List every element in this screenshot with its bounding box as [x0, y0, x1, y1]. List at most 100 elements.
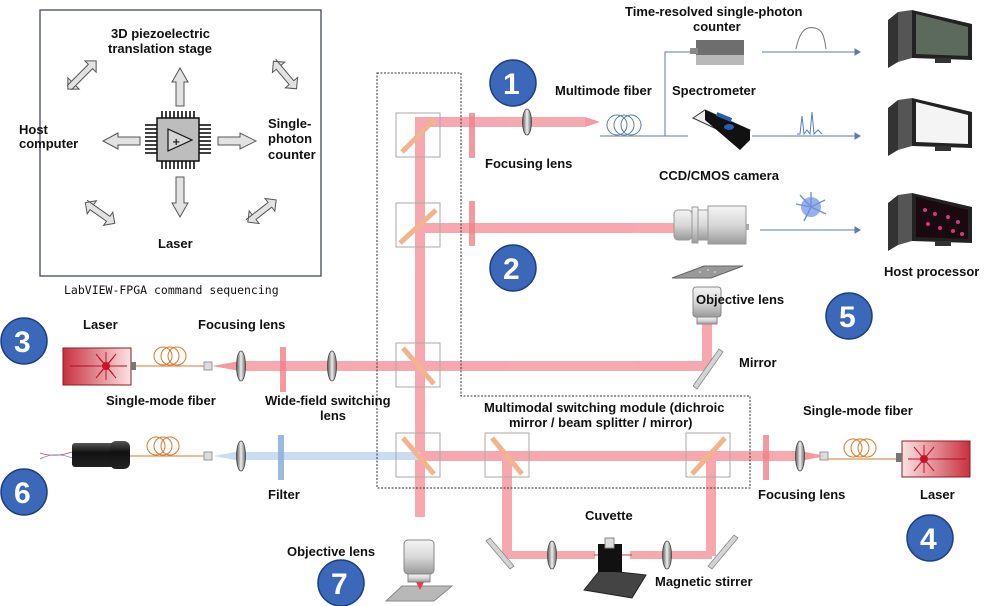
fpga-chip-icon: + [145, 111, 211, 169]
control-box: 3D piezoelectric translation stage Host … [19, 9, 322, 297]
dichroic-mirrors [395, 112, 731, 478]
single-mode-fiber-6 [130, 436, 213, 461]
badge-3: 3 [0, 317, 48, 365]
control-left-label-1: Host [19, 122, 49, 137]
beam-path-4-input [760, 451, 800, 461]
dichroic-4 [401, 436, 436, 476]
arrow-left-icon [101, 132, 141, 150]
label-laser-4: Laser [920, 487, 955, 502]
label-focusing-lens-3: Focusing lens [198, 317, 285, 332]
badge-5: 5 [825, 292, 873, 340]
tcspc-device-icon [690, 40, 744, 65]
beam-path-1 [420, 117, 585, 127]
dichroic-5 [490, 436, 524, 476]
spectrometer-device-icon [691, 109, 751, 150]
beam-blue [235, 452, 420, 460]
label-focusing-lens-1: Focusing lens [485, 156, 572, 171]
beam-path-2 [420, 223, 680, 233]
control-left-label-2: computer [19, 136, 78, 151]
cuvette-icon [583, 537, 647, 599]
label-spectrometer: Spectrometer [672, 83, 756, 98]
svg-text:1: 1 [503, 68, 520, 101]
host-computer-2-icon [888, 98, 972, 156]
control-bottom-label: Laser [158, 236, 193, 251]
svg-text:7: 7 [331, 568, 348, 601]
control-top-label-1: 3D piezoelectric [111, 26, 210, 41]
arrow-up-icon [171, 66, 189, 107]
beam-vertical-main [415, 117, 425, 517]
label-wide-field-2: lens [320, 408, 346, 423]
svg-text:6: 6 [14, 477, 31, 510]
host-computer-3-icon [888, 193, 972, 251]
label-single-mode-fiber-3: Single-mode fiber [106, 393, 216, 408]
filter-blue [278, 435, 284, 480]
label-tcspc-2: counter [693, 19, 741, 34]
focusing-lens-4-icon [795, 440, 805, 472]
focusing-lens-3-icon [236, 350, 246, 382]
arrow-down-icon [171, 176, 189, 219]
beam-focus-3 [212, 361, 240, 371]
dichroic-2 [398, 208, 438, 245]
step-badges: 1 2 3 4 5 6 7 [0, 59, 954, 606]
beam-focus-6 [214, 452, 235, 460]
lenses [236, 108, 805, 570]
filter-plate-4 [763, 435, 769, 480]
label-module-1: Multimodal switching module (dichroic [484, 400, 725, 415]
switching-module-boundary [376, 72, 751, 489]
camera-device-icon [673, 205, 749, 245]
component-labels: Time-resolved single-photon counter Mult… [83, 4, 979, 589]
dichroic-6 [690, 436, 727, 476]
objective-lens-7-icon [384, 539, 454, 602]
wide-field-lens-icon [327, 350, 337, 382]
laser-beams [240, 117, 800, 559]
arrow-right-icon [217, 132, 258, 150]
label-cuvette: Cuvette [585, 508, 633, 523]
label-magnetic-stirrer: Magnetic stirrer [655, 574, 753, 589]
beam-path-4 [420, 451, 760, 461]
arrow-diag-nw-icon [66, 60, 97, 91]
mirror-cuvette-left-icon [485, 537, 515, 570]
filter-plate-1 [469, 113, 475, 158]
svg-text:2: 2 [503, 253, 520, 286]
single-mode-fiber-4 [819, 438, 896, 461]
svg-text:3: 3 [14, 326, 31, 359]
svg-text:5: 5 [839, 301, 856, 334]
filter-plate-2 [469, 201, 475, 246]
flat-mirrors [485, 348, 739, 570]
label-module-2: mirror / beam splitter / mirror) [509, 415, 693, 430]
mirror-5-icon [692, 348, 724, 390]
beam-cuvette-left [502, 451, 512, 556]
label-objective-lens-7: Objective lens [287, 544, 375, 559]
cuvette-lens-left-icon [547, 540, 557, 570]
beam-focus-4 [800, 451, 826, 461]
control-box-frame [39, 9, 322, 277]
label-tcspc-1: Time-resolved single-photon [625, 4, 803, 19]
single-mode-fiber-3 [136, 346, 213, 371]
laser-4-device [896, 440, 971, 478]
label-filter: Filter [268, 487, 300, 502]
beam-path-3 [240, 361, 710, 371]
control-right-label-2: photon [268, 131, 312, 146]
focusing-lens-6-icon [236, 440, 246, 472]
control-top-label-2: translation stage [108, 41, 212, 56]
objective-lens-5-icon [671, 265, 744, 325]
svg-text:4: 4 [920, 523, 937, 556]
focusing-lens-1-icon [522, 108, 532, 136]
label-objective-lens-5: Objective lens [696, 292, 784, 307]
badge-4: 4 [906, 514, 954, 562]
mirror-holder-1 [395, 112, 441, 158]
beam-path-5-vertical [702, 287, 712, 367]
cuvette-lens-right-icon [662, 540, 672, 570]
signal-arrows [752, 48, 861, 234]
dichroic-3 [401, 346, 436, 386]
beam-cuvette-right [706, 451, 716, 556]
multimode-fiber [600, 51, 693, 137]
laser-6-device [39, 441, 130, 469]
control-right-label-1: Single- [268, 116, 311, 131]
mirror-holder-3 [395, 342, 441, 388]
arrow-diag-se-icon [245, 197, 277, 225]
laser-3-device [62, 347, 136, 386]
label-host-processor: Host processor [884, 264, 979, 279]
label-mirror: Mirror [739, 355, 777, 370]
